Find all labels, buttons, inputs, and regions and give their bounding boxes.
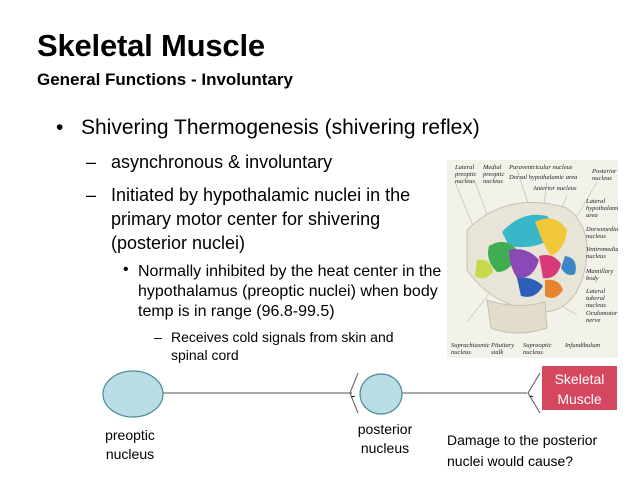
posterior-label: posterior nucleus: [357, 421, 413, 456]
dash-marker: –: [86, 152, 97, 172]
skeletal-muscle-box: Skeletal Muscle: [542, 366, 617, 410]
figure-label: Lateral hypothalamic area: [586, 198, 618, 219]
preoptic-node: [102, 370, 164, 418]
hypothalamus-illustration: [447, 160, 618, 358]
figure-label: Posterior nucleus: [592, 168, 617, 182]
bullet-marker: •: [123, 261, 129, 278]
figure-label: Dorsomedial nucleus: [586, 226, 618, 240]
inhibitory-synapse-icon: [349, 372, 359, 414]
figure-label: Ventromedial nucleus: [586, 246, 618, 260]
figure-label: Paraventricular nucleus: [509, 164, 573, 171]
figure-label: Mamillary body: [586, 268, 614, 282]
figure-label: Supraoptic nucleus: [523, 342, 552, 356]
figure-label: Pituitary stalk: [491, 342, 515, 356]
bullet-normally-inhibited: Normally inhibited by the heat center in…: [138, 263, 442, 320]
dash-marker: –: [86, 185, 97, 205]
hypothalamus-nuclei-figure: Lateral preoptic nucleus Medial preoptic…: [447, 160, 618, 358]
bullet-initiated-by-nuclei: Initiated by hypothalamic nuclei in the …: [111, 185, 411, 253]
inhibition-sign: -: [529, 388, 534, 403]
figure-label: Anterior nucleus: [533, 185, 577, 192]
dash-marker: –: [154, 329, 162, 345]
inhibition-sign: -: [351, 388, 356, 403]
bullet-cold-signals: Receives cold signals from skin and spin…: [171, 329, 394, 363]
figure-label: Oculomotor nerve: [586, 310, 618, 324]
preoptic-label: preoptic nucleus: [105, 427, 155, 462]
figure-label: Infundibulum: [565, 342, 601, 349]
question-text: Damage to the posterior nuclei would cau…: [447, 432, 598, 469]
slide-subtitle: General Functions - Involuntary: [37, 70, 293, 89]
figure-label: Lateral tuberal nucleus: [586, 288, 606, 309]
slide-title: Skeletal Muscle: [37, 28, 265, 63]
bullet-marker: •: [56, 116, 64, 139]
figure-label: Suprachiasmic nucleus: [451, 342, 490, 356]
posterior-node: [359, 373, 403, 415]
bullet-asynchronous: asynchronous & involuntary: [111, 152, 333, 172]
figure-label: Lateral preoptic nucleus: [455, 164, 477, 185]
figure-label: Medial preoptic nucleus: [483, 164, 505, 185]
inhibitory-synapse-icon: [527, 372, 541, 414]
figure-label: Dorsal hypothalamic area: [509, 174, 578, 181]
bullet-shivering-thermogenesis: Shivering Thermogenesis (shivering refle…: [81, 116, 480, 139]
